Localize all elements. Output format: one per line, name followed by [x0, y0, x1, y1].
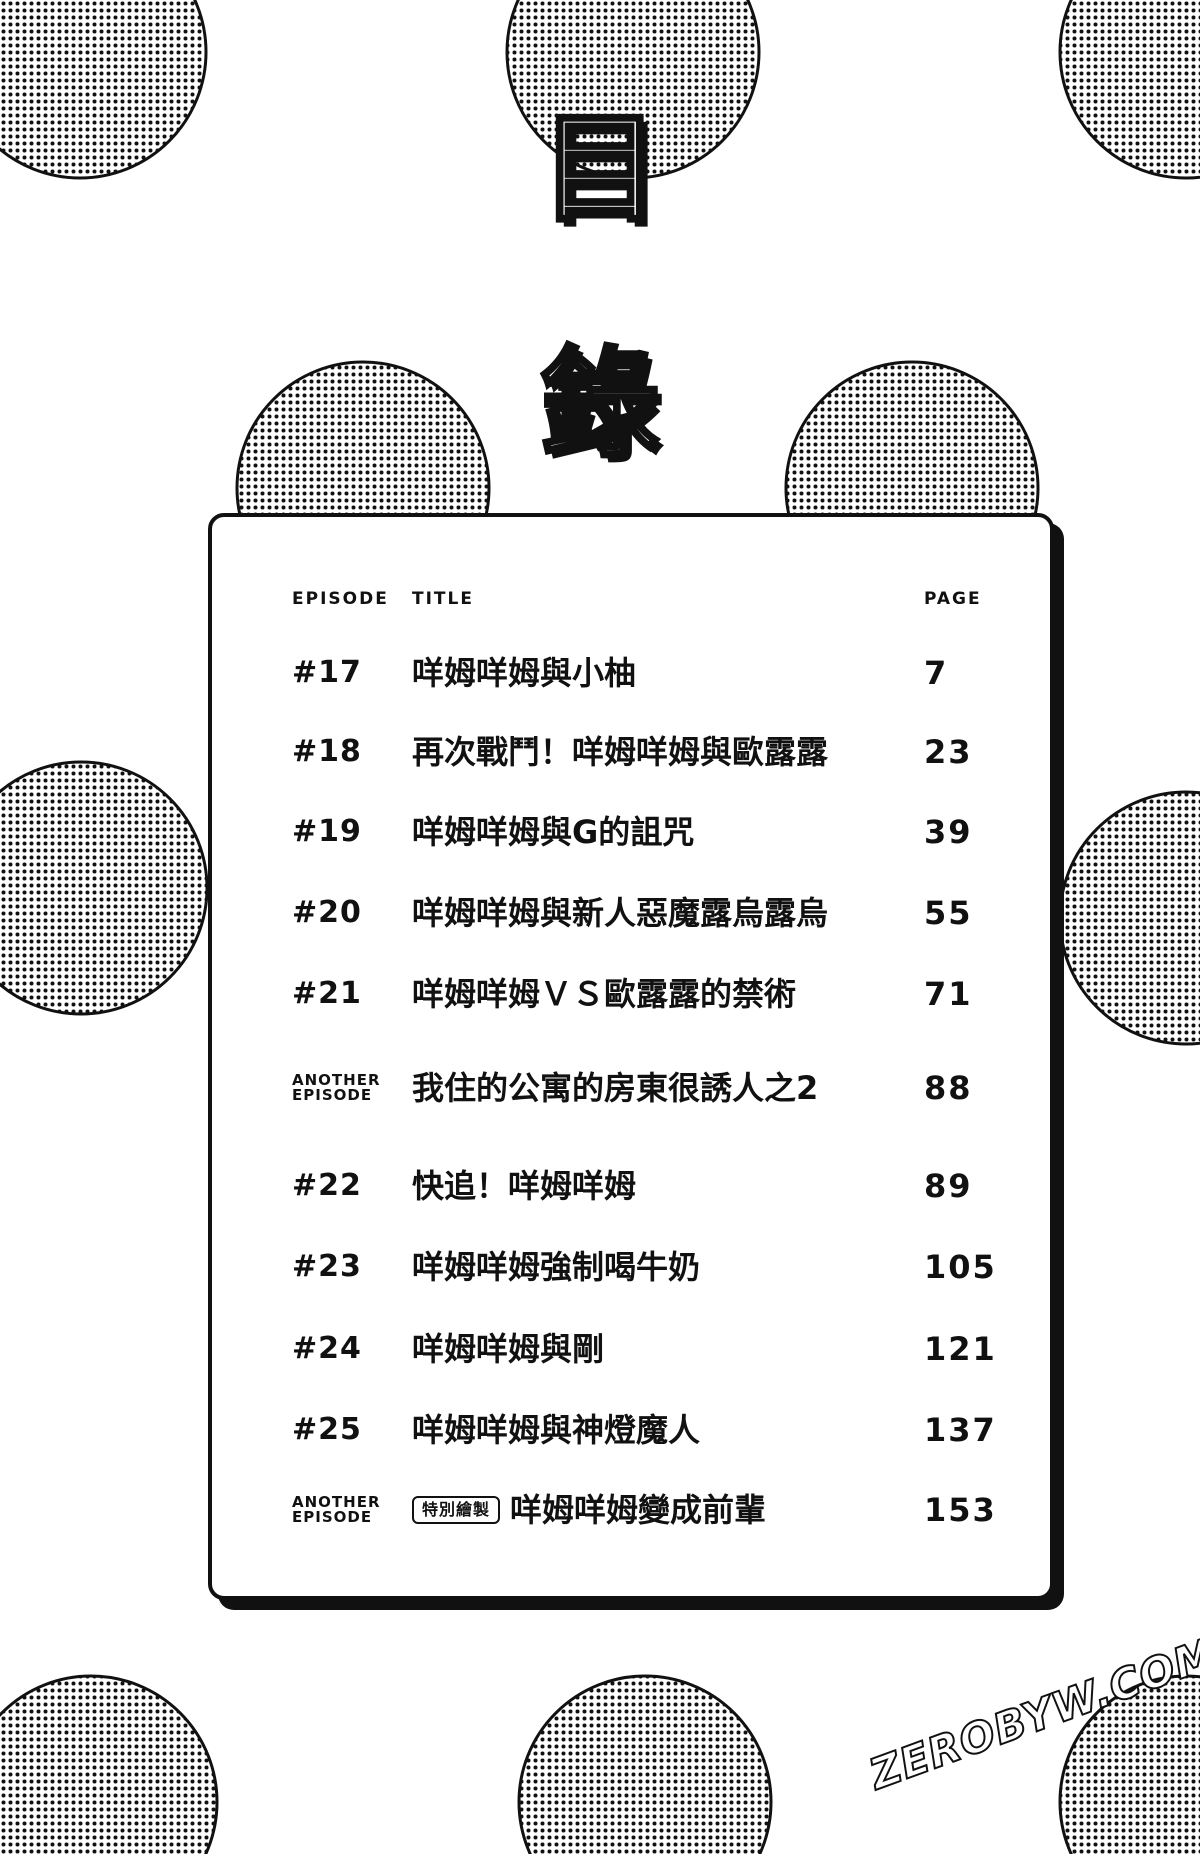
episode-title: 快追！咩姆咩姆	[412, 1167, 637, 1205]
halftone-circle	[1058, 790, 1200, 1046]
episode-number: #24	[292, 1331, 362, 1366]
toc-row[interactable]: ANOTHER EPISODE 我住的公寓的房東很誘人之2 88	[212, 1060, 1050, 1116]
special-badge: 特別繪製	[412, 1496, 501, 1524]
toc-row[interactable]: #25 咩姆咩姆與神燈魔人 137	[212, 1402, 1050, 1458]
toc-row[interactable]: ANOTHER EPISODE 特別繪製 咩姆咩姆變成前輩 153	[212, 1482, 1050, 1538]
column-header-page: PAGE	[924, 589, 982, 609]
episode-label-line1: ANOTHER	[292, 1493, 381, 1511]
page-number: 105	[924, 1248, 997, 1286]
episode-number: #25	[292, 1412, 362, 1447]
toc-row[interactable]: #23 咩姆咩姆強制喝牛奶 105	[212, 1239, 1050, 1295]
page-number: 71	[924, 975, 973, 1013]
table-of-contents-panel: EPISODE TITLE PAGE #17 咩姆咩姆與小柚 7 #18 再次戰…	[208, 513, 1054, 1600]
page-number: 23	[924, 733, 973, 771]
toc-heading-char-1: 目	[539, 100, 661, 238]
episode-title: 咩姆咩姆與G的詛咒	[412, 813, 695, 851]
episode-number: #20	[292, 895, 362, 930]
halftone-circle	[0, 760, 209, 1016]
episode-label-line2: EPISODE	[292, 1086, 373, 1104]
page-number: 39	[924, 813, 973, 851]
episode-number: #18	[292, 734, 362, 769]
toc-row[interactable]: #24 咩姆咩姆與剛 121	[212, 1321, 1050, 1377]
episode-number: #21	[292, 976, 362, 1011]
episode-title: 咩姆咩姆ＶＳ歐露露的禁術	[412, 975, 797, 1013]
episode-title: 咩姆咩姆變成前輩	[510, 1491, 767, 1529]
toc-row[interactable]: #20 咩姆咩姆與新人惡魔露烏露烏 55	[212, 885, 1050, 941]
halftone-circle	[0, 0, 208, 180]
episode-title-with-badge: 特別繪製 咩姆咩姆變成前輩	[412, 1482, 766, 1538]
page-number: 7	[924, 654, 949, 692]
episode-title: 咩姆咩姆與神燈魔人	[412, 1411, 701, 1449]
halftone-circle	[1058, 0, 1200, 180]
column-header-title: TITLE	[412, 589, 474, 609]
episode-title: 咩姆咩姆與剛	[412, 1330, 605, 1368]
page-number: 55	[924, 894, 973, 932]
halftone-circle	[0, 1674, 219, 1854]
episode-title: 咩姆咩姆與小柚	[412, 654, 637, 692]
toc-row[interactable]: #18 再次戰鬥！咩姆咩姆與歐露露 23	[212, 724, 1050, 780]
episode-number: #17	[292, 655, 362, 690]
halftone-circle	[505, 0, 761, 180]
page-number: 121	[924, 1330, 997, 1368]
halftone-circle	[517, 1674, 773, 1854]
episode-label-line2: EPISODE	[292, 1508, 373, 1526]
halftone-circle	[1058, 1674, 1200, 1854]
episode-title: 咩姆咩姆與新人惡魔露烏露烏	[412, 894, 829, 932]
toc-row[interactable]: #22 快追！咩姆咩姆 89	[212, 1158, 1050, 1214]
page-number: 137	[924, 1411, 997, 1449]
episode-title: 我住的公寓的房東很誘人之2	[412, 1069, 819, 1107]
episode-number: #22	[292, 1168, 362, 1203]
episode-label: ANOTHER EPISODE	[292, 1482, 381, 1538]
toc-row[interactable]: #19 咩姆咩姆與G的詛咒 39	[212, 804, 1050, 860]
episode-number: #19	[292, 814, 362, 849]
toc-row[interactable]: #17 咩姆咩姆與小柚 7	[212, 645, 1050, 701]
page-number: 153	[924, 1491, 997, 1529]
page-number: 88	[924, 1069, 973, 1107]
toc-heading-char-2: 錄	[539, 335, 661, 473]
episode-title: 咩姆咩姆強制喝牛奶	[412, 1248, 701, 1286]
page-number: 89	[924, 1167, 973, 1205]
episode-label: ANOTHER EPISODE	[292, 1060, 381, 1116]
toc-row[interactable]: #21 咩姆咩姆ＶＳ歐露露的禁術 71	[212, 966, 1050, 1022]
episode-title: 再次戰鬥！咩姆咩姆與歐露露	[412, 733, 829, 771]
episode-label-line1: ANOTHER	[292, 1071, 381, 1089]
column-header-episode: EPISODE	[292, 589, 389, 609]
episode-number: #23	[292, 1249, 362, 1284]
